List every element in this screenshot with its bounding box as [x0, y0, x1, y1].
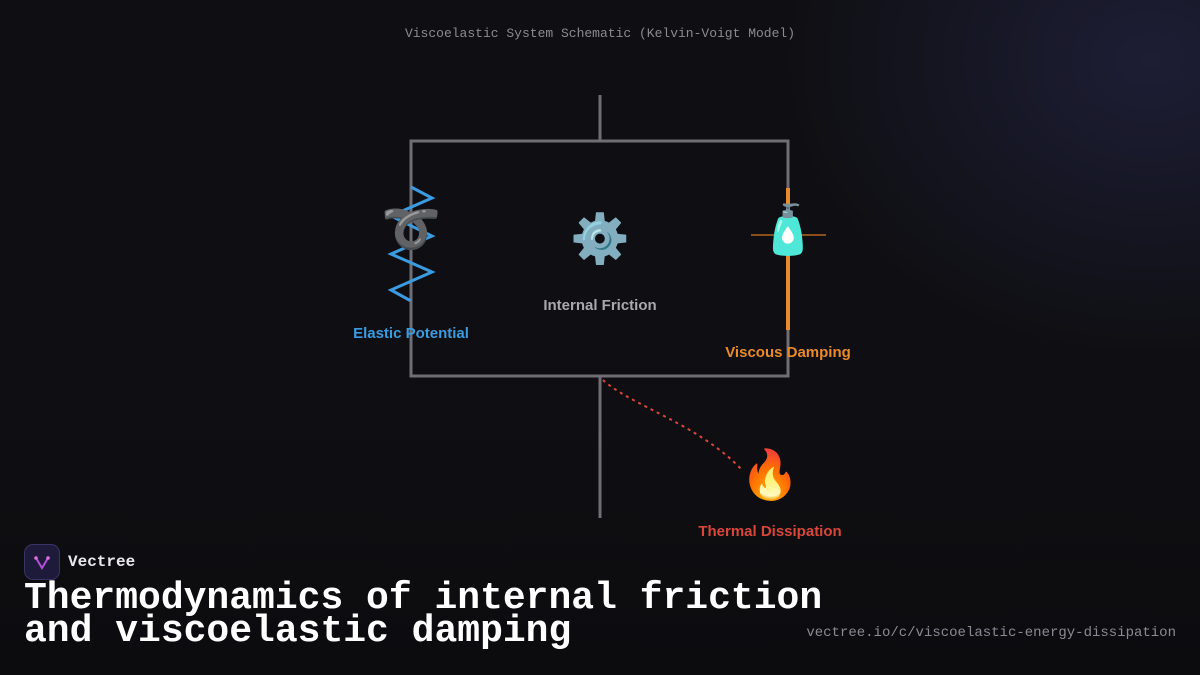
source-url[interactable]: vectree.io/c/viscoelastic-energy-dissipa…: [806, 625, 1176, 641]
fire-icon: 🔥: [740, 447, 800, 503]
viscous-damping-label: Viscous Damping: [725, 344, 851, 361]
brand-name: Vectree: [68, 553, 136, 571]
brand: Vectree: [24, 544, 135, 580]
thermal-dissipation-label: Thermal Dissipation: [698, 523, 842, 540]
spring-element: [387, 185, 436, 303]
vectree-logo-icon: [24, 544, 60, 580]
headline: Thermodynamics of internal friction and …: [24, 577, 823, 653]
dissipation-path: [602, 379, 743, 471]
internal-friction-label: Internal Friction: [543, 297, 657, 314]
lotion-bottle-icon: 🧴: [758, 202, 818, 258]
elastic-potential-label: Elastic Potential: [353, 325, 469, 342]
gear-icon: ⚙️: [570, 211, 630, 267]
diagram-title: Viscoelastic System Schematic (Kelvin-Vo…: [404, 26, 796, 41]
loop-icon: ➰: [381, 201, 441, 257]
